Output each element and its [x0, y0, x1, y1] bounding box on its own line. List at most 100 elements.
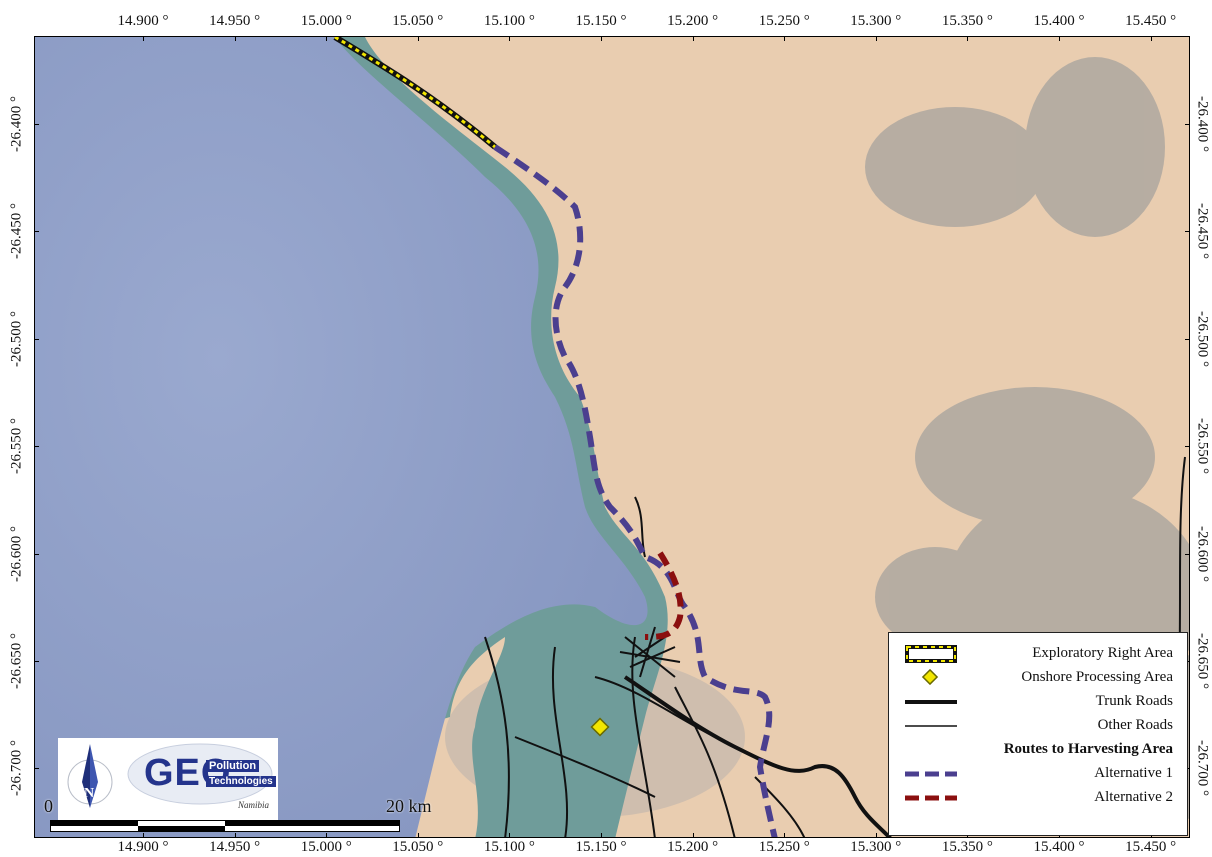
tick-mark	[601, 36, 602, 41]
longitude-label-bottom: 15.350 °	[941, 839, 993, 855]
tick-mark	[1185, 338, 1190, 340]
tick-mark	[1059, 36, 1060, 41]
latitude-label-right: -26.650 °	[1194, 633, 1211, 689]
longitude-label-bottom: 15.000 °	[300, 839, 352, 855]
tick-mark	[784, 833, 786, 838]
longitude-label-bottom: 15.400 °	[1033, 839, 1085, 855]
town-roads	[619, 626, 681, 678]
longitude-label-top: 14.950 °	[209, 13, 261, 29]
tick-mark	[692, 36, 694, 41]
legend-row-other: Other Roads	[889, 715, 1187, 737]
longitude-label-top: 15.400 °	[1033, 13, 1085, 29]
tick-mark	[1185, 231, 1190, 233]
thick-line-icon	[905, 700, 957, 704]
longitude-label-top: 15.050 °	[392, 13, 444, 29]
tick-mark	[417, 36, 419, 41]
longitude-label-top: 15.350 °	[941, 13, 993, 29]
tick-mark	[34, 338, 39, 340]
legend-row-trunk: Trunk Roads	[889, 691, 1187, 713]
legend-row-heading: Routes to Harvesting Area	[889, 739, 1187, 761]
tick-mark	[326, 36, 328, 41]
tick-mark	[417, 833, 419, 838]
tick-mark	[34, 446, 39, 448]
tick-mark	[875, 36, 877, 41]
longitude-label-bottom: 15.250 °	[758, 839, 810, 855]
longitude-label-bottom: 15.050 °	[392, 839, 444, 855]
legend-row-exploratory: Exploratory Right Area	[889, 643, 1187, 665]
tick-mark	[34, 661, 39, 662]
tick-mark	[509, 36, 511, 41]
longitude-label-bottom: 15.100 °	[483, 839, 535, 855]
north-label: N	[84, 786, 95, 801]
longitude-label-bottom: 14.900 °	[117, 839, 169, 855]
tick-mark	[143, 36, 144, 41]
longitude-label-bottom: 14.950 °	[209, 839, 261, 855]
latitude-label-left: -26.450 °	[8, 203, 25, 260]
scalebar-end-label: 20 km	[386, 796, 432, 816]
longitude-label-top: 15.150 °	[575, 13, 627, 29]
lagoon	[575, 607, 623, 756]
route-alternative-2	[644, 551, 684, 640]
tick-mark	[692, 833, 694, 838]
dash-line-icon	[905, 795, 957, 801]
sea-area	[35, 37, 648, 837]
route-alternative-1	[493, 144, 778, 837]
tick-mark	[326, 833, 328, 838]
tick-mark	[34, 768, 39, 770]
legend-label: Exploratory Right Area	[1032, 645, 1173, 661]
tick-mark	[1185, 124, 1190, 125]
north-arrow-icon	[67, 744, 113, 808]
latitude-label-right: -26.550 °	[1194, 418, 1211, 475]
legend-heading: Routes to Harvesting Area	[1003, 741, 1173, 757]
tick-mark	[143, 833, 144, 838]
tick-mark	[34, 553, 39, 555]
logo-line2: Technologies	[206, 776, 276, 787]
dash-line-icon	[905, 771, 957, 777]
longitude-label-top: 14.900 °	[117, 13, 169, 29]
tick-mark	[509, 833, 511, 838]
latitude-label-left: -26.500 °	[8, 310, 25, 367]
tick-mark	[601, 833, 602, 838]
map-legend: Exploratory Right Area Onshore Processin…	[888, 632, 1188, 836]
tick-mark	[784, 36, 786, 41]
diamond-icon	[921, 669, 939, 686]
legend-label: Alternative 2	[1094, 789, 1173, 805]
longitude-label-top: 15.250 °	[758, 13, 810, 29]
globe-icon	[127, 743, 273, 805]
longitude-label-bottom: 15.200 °	[667, 839, 719, 855]
legend-label: Onshore Processing Area	[1021, 669, 1173, 685]
longitude-label-top: 15.300 °	[850, 13, 902, 29]
latitude-label-right: -26.450 °	[1194, 203, 1211, 260]
longitude-label-bottom: 15.150 °	[575, 839, 627, 855]
processing-area-marker	[590, 717, 610, 737]
scale-bar	[50, 820, 400, 832]
tick-mark	[1150, 36, 1152, 41]
latitude-label-left: -26.550 °	[8, 418, 25, 475]
longitude-label-bottom: 15.450 °	[1125, 839, 1177, 855]
longitude-label-top: 15.000 °	[300, 13, 352, 29]
longitude-label-top: 15.450 °	[1125, 13, 1177, 29]
exploratory-area-icon	[905, 645, 957, 663]
thin-line-icon	[905, 725, 957, 727]
latitude-label-right: -26.600 °	[1194, 525, 1211, 582]
legend-row-processing: Onshore Processing Area	[889, 667, 1187, 689]
tick-mark	[234, 36, 236, 41]
trunk-road	[623, 675, 892, 837]
latitude-label-left: -26.700 °	[8, 740, 25, 797]
company-logo: N GEO Pollution Technologies Namibia	[58, 738, 278, 820]
latitude-label-right: -26.400 °	[1194, 96, 1211, 152]
latitude-label-right: -26.500 °	[1194, 310, 1211, 367]
legend-label: Trunk Roads	[1095, 693, 1173, 709]
latitude-label-left: -26.400 °	[8, 96, 25, 152]
scalebar-start-label: 0	[44, 796, 53, 816]
longitude-label-bottom: 15.300 °	[850, 839, 902, 855]
legend-label: Other Roads	[1097, 717, 1173, 733]
logo-graphic	[67, 743, 273, 808]
logo-brand: GEO	[144, 752, 232, 794]
latitude-label-left: -26.600 °	[8, 525, 25, 582]
longitude-label-top: 15.200 °	[667, 13, 719, 29]
tick-mark	[1185, 553, 1190, 555]
legend-label: Alternative 1	[1094, 765, 1173, 781]
legend-row-alt2: Alternative 2	[889, 787, 1187, 809]
tick-mark	[34, 124, 39, 125]
